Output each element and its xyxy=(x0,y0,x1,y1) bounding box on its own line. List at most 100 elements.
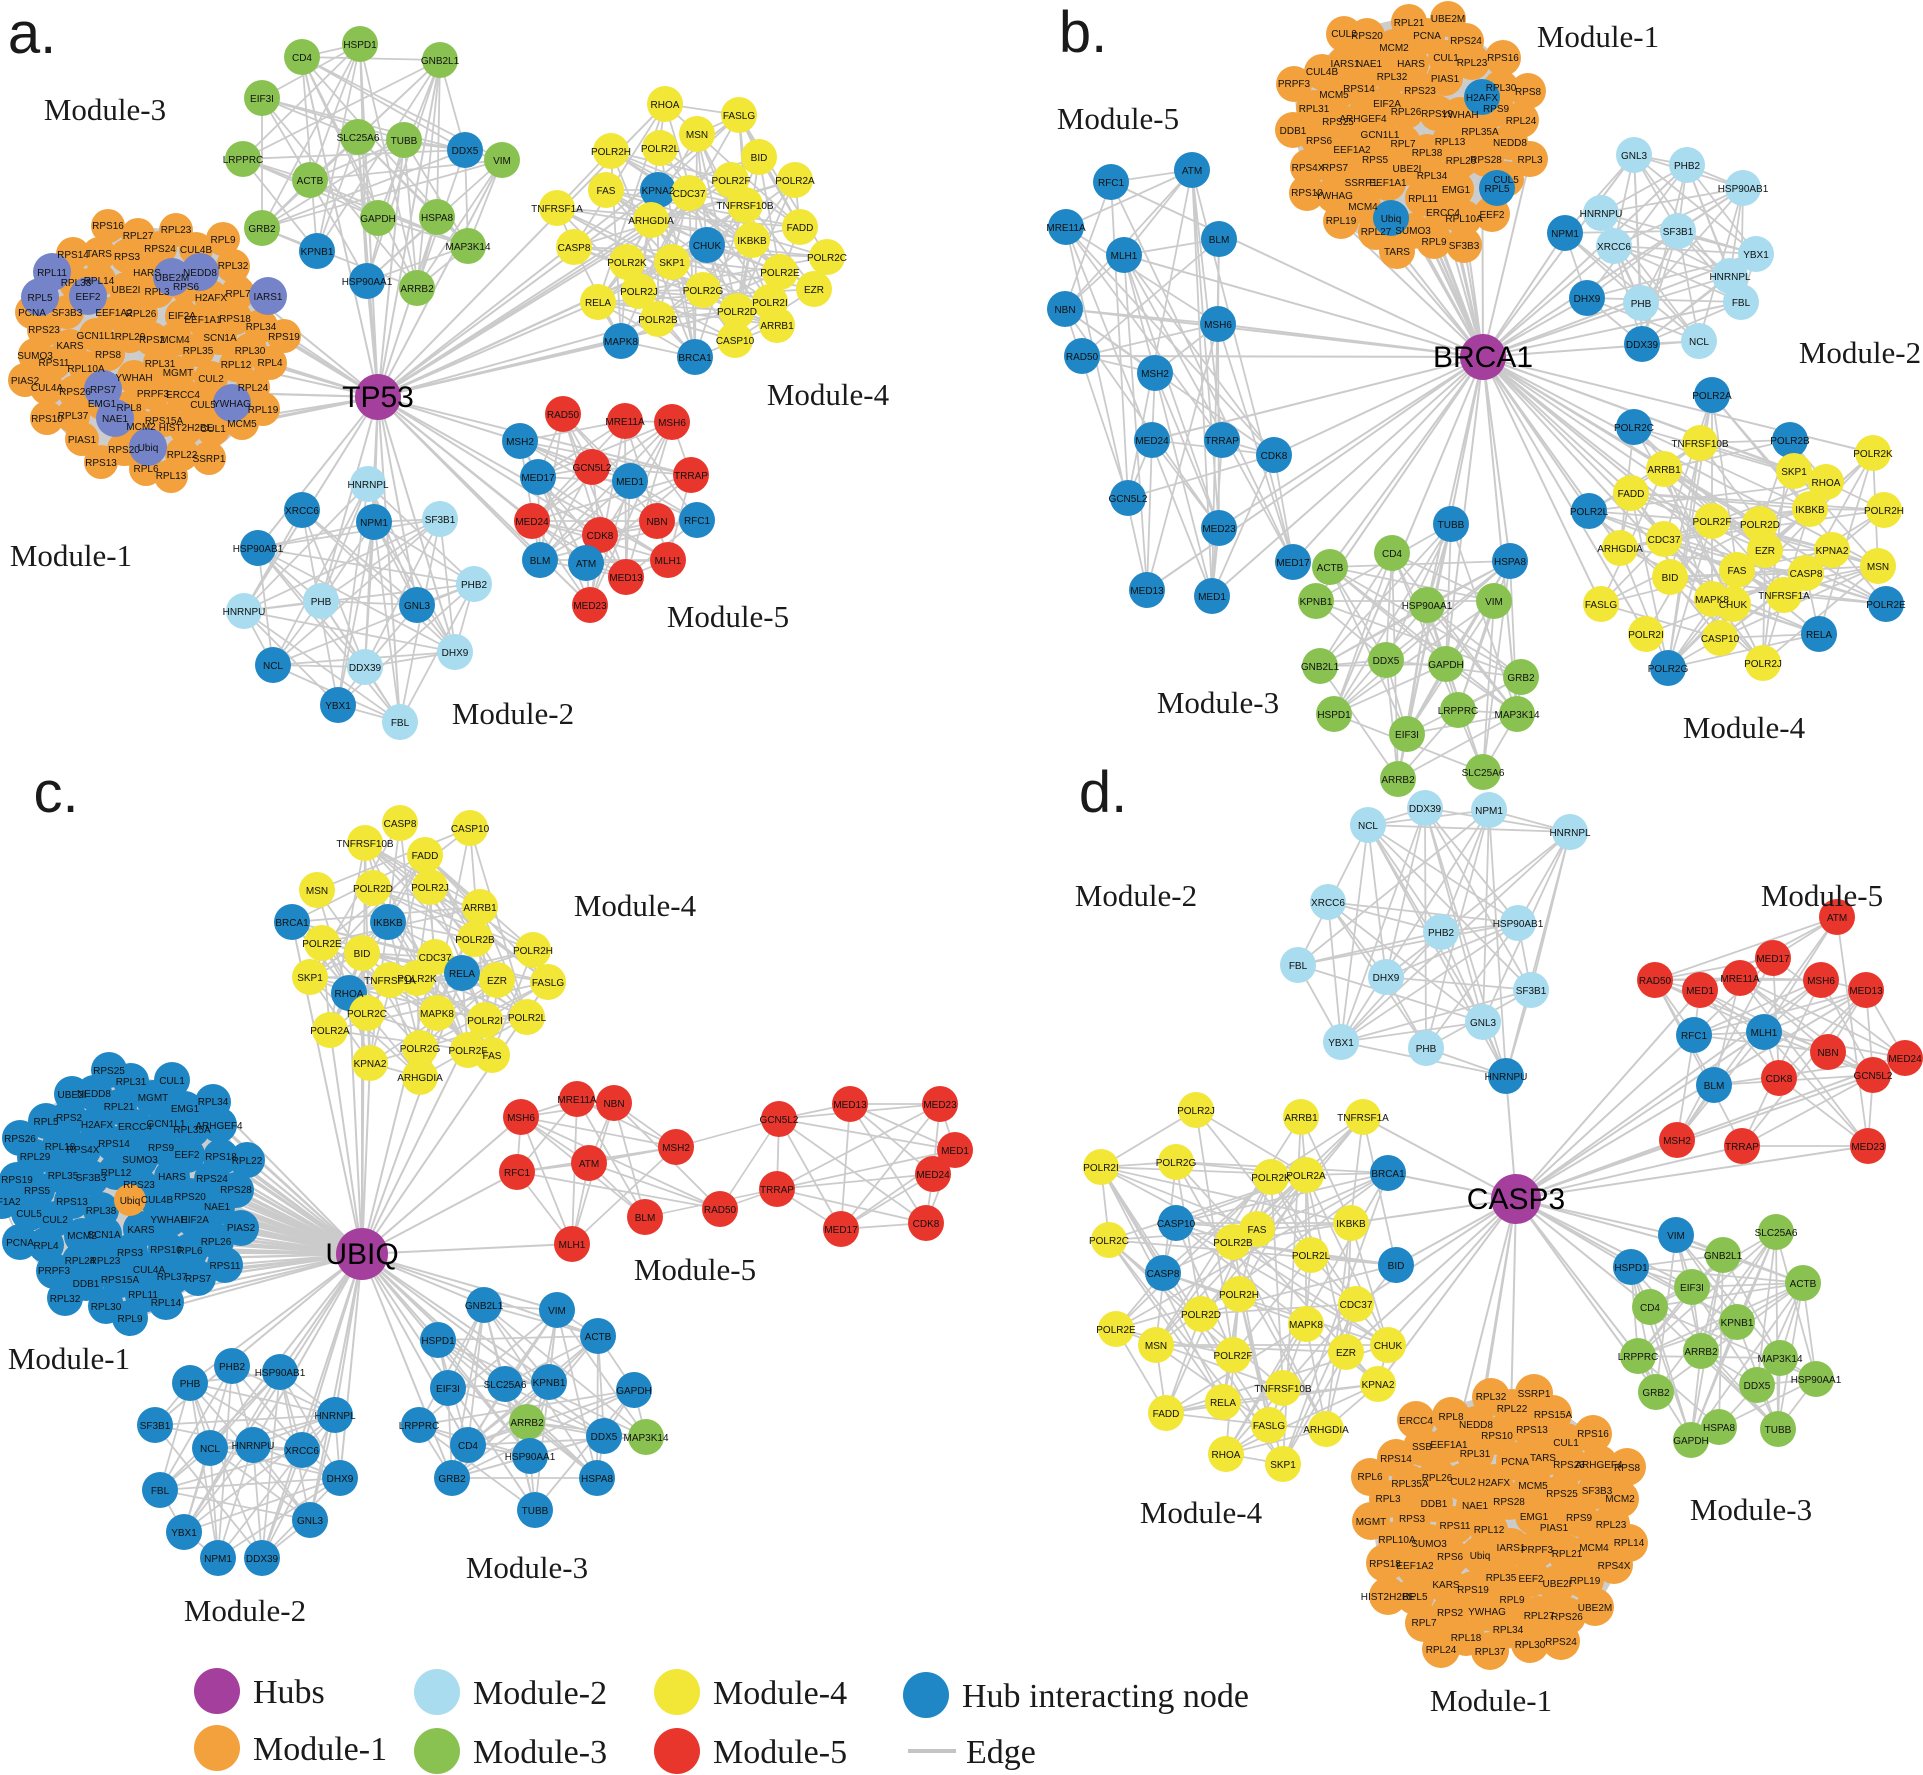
svg-text:RPL38: RPL38 xyxy=(86,1206,117,1217)
svg-text:RPL23: RPL23 xyxy=(161,225,192,236)
svg-text:Module-5: Module-5 xyxy=(713,1734,847,1771)
svg-text:RPS4X: RPS4X xyxy=(1598,1561,1631,1572)
svg-text:POLR2G: POLR2G xyxy=(400,1044,441,1055)
svg-text:POLR2L: POLR2L xyxy=(1570,507,1609,518)
svg-text:MED13: MED13 xyxy=(1130,586,1164,597)
svg-text:NPM1: NPM1 xyxy=(204,1554,232,1565)
svg-text:RPL12: RPL12 xyxy=(101,1168,132,1179)
svg-text:KPNB1: KPNB1 xyxy=(533,1378,566,1389)
svg-text:NEDD8: NEDD8 xyxy=(77,1089,111,1100)
svg-text:HNRNPL: HNRNPL xyxy=(1709,272,1751,283)
svg-text:FAS: FAS xyxy=(483,1051,502,1062)
svg-text:MED24: MED24 xyxy=(916,1170,950,1181)
svg-text:b.: b. xyxy=(1059,0,1107,65)
svg-text:NCL: NCL xyxy=(200,1444,220,1455)
svg-text:PRPF3: PRPF3 xyxy=(1278,79,1311,90)
svg-text:RPL37: RPL37 xyxy=(58,411,89,422)
svg-text:TNFRSF10B: TNFRSF10B xyxy=(1254,1384,1312,1395)
svg-text:RPL5: RPL5 xyxy=(1402,1592,1427,1603)
svg-text:RPL7: RPL7 xyxy=(1390,139,1415,150)
svg-text:HARS: HARS xyxy=(1397,59,1425,70)
svg-text:MED23: MED23 xyxy=(1851,1142,1885,1153)
svg-text:CDK8: CDK8 xyxy=(587,531,614,542)
svg-text:ARRB1: ARRB1 xyxy=(1647,465,1681,476)
svg-text:ARRB2: ARRB2 xyxy=(1684,1347,1718,1358)
svg-text:KPNA2: KPNA2 xyxy=(642,186,675,197)
svg-text:RPL35: RPL35 xyxy=(183,346,214,357)
svg-text:RPS13: RPS13 xyxy=(1516,1425,1548,1436)
svg-text:POLR2K: POLR2K xyxy=(397,974,437,985)
svg-text:EMG1: EMG1 xyxy=(171,1104,200,1115)
svg-text:RFC1: RFC1 xyxy=(504,1168,531,1179)
svg-text:GNB2L1: GNB2L1 xyxy=(421,56,460,67)
svg-text:CHUK: CHUK xyxy=(1719,600,1748,611)
svg-text:POLR2B: POLR2B xyxy=(1770,436,1810,447)
svg-text:CASP8: CASP8 xyxy=(1790,569,1823,580)
svg-text:POLR2B: POLR2B xyxy=(638,315,678,326)
svg-text:RPS23: RPS23 xyxy=(28,325,60,336)
svg-text:CUL2: CUL2 xyxy=(1331,29,1357,40)
svg-text:SKP1: SKP1 xyxy=(659,258,685,269)
svg-text:RPS19: RPS19 xyxy=(1421,109,1453,120)
svg-text:GNB2L1: GNB2L1 xyxy=(1301,662,1340,673)
svg-text:RPS7: RPS7 xyxy=(185,1274,212,1285)
svg-text:Hubs: Hubs xyxy=(253,1674,325,1711)
svg-text:RPL5: RPL5 xyxy=(33,1117,58,1128)
svg-text:RELA: RELA xyxy=(1210,1398,1236,1409)
svg-text:RPL9: RPL9 xyxy=(117,1314,142,1325)
svg-text:RPS18: RPS18 xyxy=(219,314,251,325)
svg-text:HSPA8: HSPA8 xyxy=(421,213,453,224)
svg-text:POLR2C: POLR2C xyxy=(1089,1236,1129,1247)
svg-text:RPS5: RPS5 xyxy=(24,1186,51,1197)
svg-text:CDK8: CDK8 xyxy=(1261,451,1288,462)
svg-text:IARS1: IARS1 xyxy=(1331,59,1360,70)
svg-text:POLR2I: POLR2I xyxy=(1628,630,1664,641)
svg-text:MAP3K14: MAP3K14 xyxy=(445,242,490,253)
svg-text:RHOA: RHOA xyxy=(651,100,680,111)
svg-text:RPL32: RPL32 xyxy=(218,261,249,272)
svg-text:RPL31: RPL31 xyxy=(1460,1449,1491,1460)
svg-text:MCM5: MCM5 xyxy=(1319,90,1349,101)
svg-text:RPL11: RPL11 xyxy=(37,268,67,279)
svg-text:PRPF3: PRPF3 xyxy=(1521,1545,1554,1556)
svg-text:FADD: FADD xyxy=(1618,489,1645,500)
svg-text:SKP1: SKP1 xyxy=(1781,467,1807,478)
svg-text:ARRB1: ARRB1 xyxy=(463,903,497,914)
svg-text:Module-3: Module-3 xyxy=(1690,1492,1812,1527)
svg-text:RPS6: RPS6 xyxy=(1306,136,1333,147)
svg-text:POLR2F: POLR2F xyxy=(1214,1351,1253,1362)
svg-text:PCNA: PCNA xyxy=(1413,31,1441,42)
svg-text:SUMO3: SUMO3 xyxy=(1395,226,1431,237)
svg-text:Module-1: Module-1 xyxy=(10,538,132,573)
svg-text:RELA: RELA xyxy=(1806,630,1832,641)
svg-text:RPL22: RPL22 xyxy=(232,1156,263,1167)
svg-text:CUL4B: CUL4B xyxy=(1306,67,1339,78)
svg-text:RPS15A: RPS15A xyxy=(101,1275,140,1286)
svg-text:MLH1: MLH1 xyxy=(655,556,682,567)
svg-text:RPL11: RPL11 xyxy=(1408,194,1438,205)
svg-text:FADD: FADD xyxy=(412,851,439,862)
svg-text:RPS3: RPS3 xyxy=(114,252,141,263)
svg-text:RPS13: RPS13 xyxy=(85,458,117,469)
svg-text:NEDD8: NEDD8 xyxy=(1493,138,1527,149)
svg-text:BID: BID xyxy=(1662,573,1679,584)
svg-text:SF3B1: SF3B1 xyxy=(1663,227,1694,238)
svg-text:IARS1: IARS1 xyxy=(1497,1543,1526,1554)
svg-text:MLH1: MLH1 xyxy=(1751,1028,1778,1039)
svg-text:YBX1: YBX1 xyxy=(1328,1038,1354,1049)
svg-text:RPS16: RPS16 xyxy=(1487,53,1519,64)
svg-text:MRE11A: MRE11A xyxy=(1720,974,1760,985)
svg-text:POLR2L: POLR2L xyxy=(1292,1251,1331,1262)
svg-text:SSRP1: SSRP1 xyxy=(193,454,226,465)
svg-text:CASP8: CASP8 xyxy=(558,243,591,254)
svg-text:RPL26: RPL26 xyxy=(1422,1473,1453,1484)
svg-text:ACTB: ACTB xyxy=(1317,563,1344,574)
svg-text:RPS28: RPS28 xyxy=(1470,155,1502,166)
svg-text:CD4: CD4 xyxy=(1640,1303,1660,1314)
svg-text:RPL18: RPL18 xyxy=(45,1142,76,1153)
svg-text:RPL23: RPL23 xyxy=(90,1256,121,1267)
svg-text:RPL26: RPL26 xyxy=(126,309,157,320)
svg-text:UBE2I: UBE2I xyxy=(1393,164,1422,175)
svg-text:RPL4: RPL4 xyxy=(257,358,282,369)
svg-text:ARRB2: ARRB2 xyxy=(510,1418,544,1429)
